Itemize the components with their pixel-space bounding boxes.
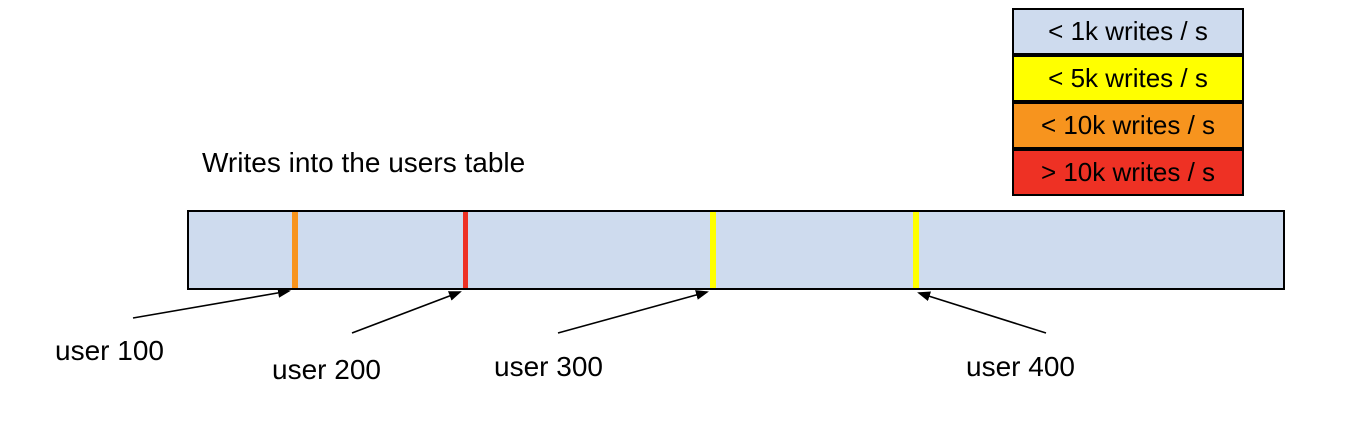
- label-user-400: user 400: [966, 351, 1075, 382]
- hotspot-stripe-user-100: [292, 212, 298, 288]
- diagram-title: Writes into the users table: [202, 147, 526, 178]
- legend-item-gt-10k: > 10k writes / s: [1012, 149, 1244, 196]
- legend-item-label: < 1k writes / s: [1048, 16, 1208, 46]
- arrow-user-100: [132, 287, 291, 319]
- legend: < 1k writes / s < 5k writes / s < 10k wr…: [1012, 8, 1244, 196]
- legend-item-label: > 10k writes / s: [1040, 157, 1216, 187]
- hotspot-stripe-user-200: [463, 212, 468, 288]
- arrow-user-200: [351, 291, 462, 334]
- label-user-300: user 300: [494, 351, 603, 382]
- label-user-200: user 200: [272, 354, 381, 385]
- arrow-user-300: [557, 290, 709, 334]
- hotspot-stripe-user-400: [913, 212, 919, 288]
- users-table-bar: [187, 210, 1285, 290]
- hotspot-stripe-user-300: [710, 212, 716, 288]
- legend-item-lt-5k: < 5k writes / s: [1012, 55, 1244, 102]
- legend-item-lt-10k: < 10k writes / s: [1012, 102, 1244, 149]
- legend-item-label: < 10k writes / s: [1040, 110, 1216, 140]
- legend-item-label: < 5k writes / s: [1048, 63, 1208, 93]
- arrow-user-400: [917, 291, 1047, 334]
- legend-item-lt-1k: < 1k writes / s: [1012, 8, 1244, 55]
- label-user-100: user 100: [55, 335, 164, 366]
